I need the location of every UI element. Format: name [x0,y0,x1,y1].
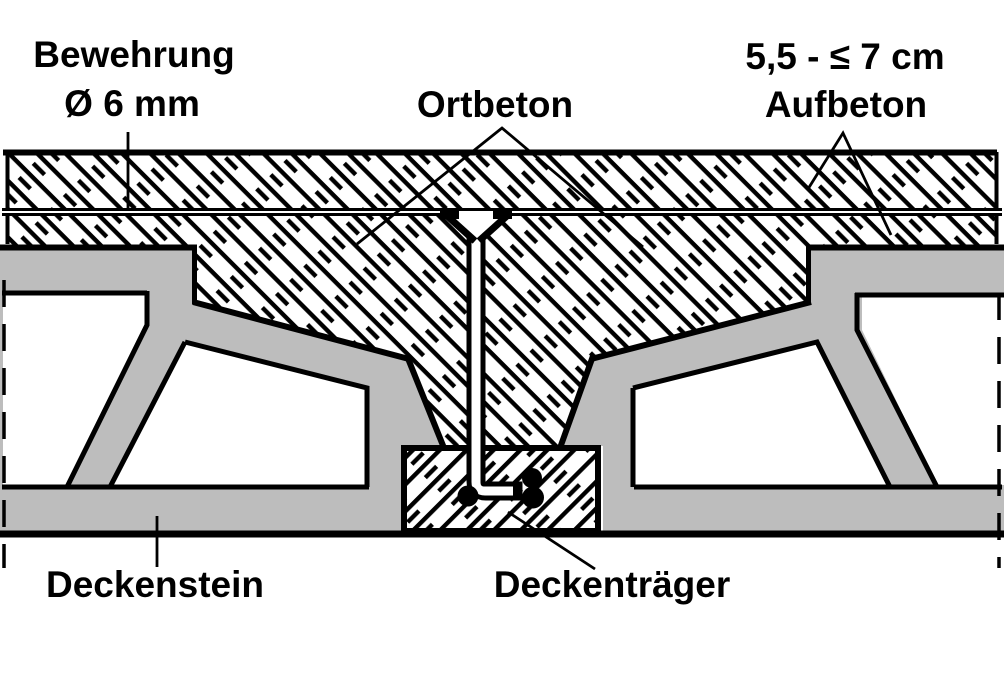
insitu-concrete-hatch [7,216,997,445]
rebar-dot [522,468,542,488]
label-deckentraeger: Deckenträger [494,564,731,605]
leader-ortbeton [356,126,644,249]
block-cell [112,344,367,485]
leader-aufbeton [806,130,893,236]
leader-deckentraeger [507,510,596,571]
lattice-girder [440,210,544,509]
label-ortbeton: Ortbeton [417,84,573,125]
label-bewehrung-line2: Ø 6 mm [64,83,200,124]
ceiling-block-left [0,246,447,531]
label-aufbeton: Aufbeton [765,84,927,125]
block-cell [862,297,1004,485]
girder-web [471,238,513,496]
label-aufbeton-thickness: 5,5 - ≤ 7 cm [745,36,944,77]
topping-slab-hatch [7,155,997,208]
girder-top-funnel [443,213,511,243]
label-deckenstein: Deckenstein [46,564,264,605]
block-cell [3,295,147,485]
rebar-dot [457,485,479,507]
rebar-dot [522,486,544,509]
label-bewehrung-line1: Bewehrung [33,34,234,75]
cut-lines [2,280,1001,568]
ceiling-block-right [557,246,1004,531]
leader-lines [126,126,893,571]
block-cell [633,344,890,485]
